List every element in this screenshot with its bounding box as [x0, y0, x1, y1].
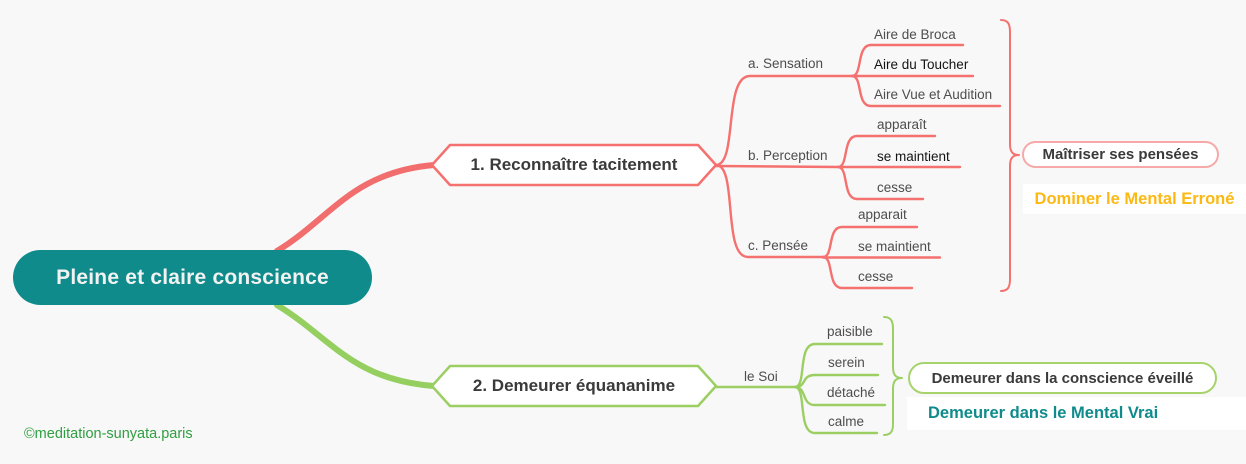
root-to-branch2-connector	[274, 302, 437, 389]
root-node-label: Pleine et claire conscience	[56, 265, 329, 289]
leaf-detache: détaché	[827, 385, 876, 400]
root-node: Pleine et claire conscience	[13, 250, 372, 305]
leaf-aire-vue-audition: Aire Vue et Audition	[874, 87, 993, 102]
leaf-paisible: paisible	[827, 324, 873, 339]
group-b-label: b. Perception	[748, 148, 828, 163]
branch2-node-label: 2. Demeurer équananime	[472, 376, 676, 395]
branch1-brace	[1000, 19, 1020, 292]
leaf-calme: calme	[828, 414, 865, 429]
leaf-c-cesse: cesse	[858, 269, 894, 284]
leaf-aire-de-broca: Aire de Broca	[874, 27, 956, 42]
group-c-label: c. Pensée	[748, 238, 809, 253]
branch2-summary-box: Demeurer dans la conscience éveillé	[908, 362, 1217, 394]
branch1-summary-box-label: Maîtriser ses pensées	[1042, 146, 1199, 163]
branch1-b-child3-line	[836, 165, 925, 201]
branch1-summary-note: Dominer le Mental Erroné	[1023, 184, 1246, 214]
leaf-c-se-maintient: se maintient	[858, 239, 931, 254]
leaf-b-apparait: apparaît	[877, 117, 927, 132]
leaf-aire-du-toucher: Aire du Toucher	[874, 57, 969, 72]
branch2-node-shape	[430, 364, 718, 408]
branch1-c-child1-line	[821, 225, 919, 259]
branch2-summary-note-label: Demeurer dans le Mental Vrai	[928, 404, 1159, 422]
branch1-b-child1-line	[836, 134, 937, 169]
branch1-group-a-line	[714, 74, 854, 167]
branch1-summary-box: Maîtriser ses pensées	[1022, 141, 1219, 168]
leaf-c-apparait: apparait	[858, 207, 907, 222]
branch2-summary-box-label: Demeurer dans la conscience éveillé	[931, 369, 1194, 387]
branch1-group-c-line	[714, 163, 825, 259]
leaf-b-cesse: cesse	[877, 180, 913, 195]
branch1-a-child3-line	[850, 74, 1002, 108]
leaf-serein: serein	[828, 355, 865, 370]
branch2-child4-line	[793, 385, 879, 435]
group-le-soi-label: le Soi	[744, 369, 778, 384]
group-a-label: a. Sensation	[748, 56, 824, 71]
branch1-summary-note-label: Dominer le Mental Erroné	[1034, 189, 1235, 208]
branch1-c-child3-line	[821, 255, 914, 290]
leaf-b-se-maintient: se maintient	[877, 149, 950, 164]
branch2-brace	[883, 316, 903, 436]
root-to-branch1-connector	[274, 162, 437, 254]
branch1-node-label: 1. Reconnaître tacitement	[470, 155, 678, 174]
branch1-node-shape	[430, 143, 718, 187]
copyright-text: ©meditation-sunyata.paris	[24, 426, 193, 442]
branch2-summary-note: Demeurer dans le Mental Vrai	[907, 397, 1246, 430]
